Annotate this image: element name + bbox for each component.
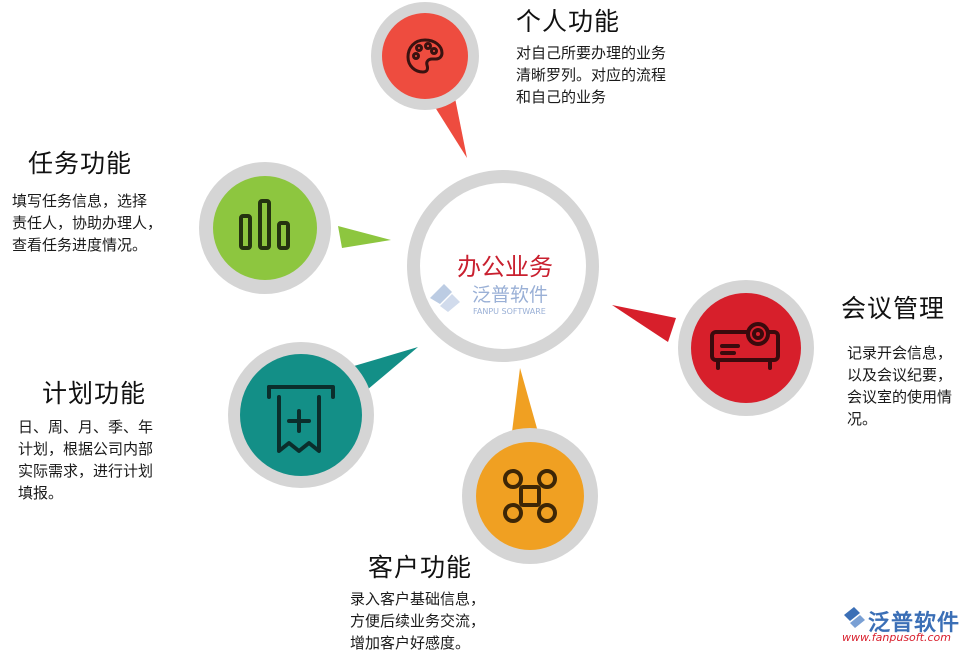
customer-desc-line: 方便后续业务交流，	[350, 612, 486, 630]
personal-connector	[433, 98, 467, 158]
plan-connector	[354, 347, 418, 390]
drone-icon	[503, 469, 557, 523]
plan-node	[228, 342, 374, 488]
meeting-connector	[612, 305, 676, 342]
customer-desc: 录入客户基础信息， 方便后续业务交流， 增加客户好感度。	[350, 588, 485, 654]
meeting-desc-line: 况。	[847, 410, 878, 428]
receipt-icon	[267, 385, 335, 453]
plan-desc-line: 计划，根据公司内部	[18, 440, 154, 458]
task-desc-line: 责任人，协助办理人，	[12, 214, 163, 232]
center-node	[407, 170, 599, 362]
customer-desc-line: 增加客户好感度。	[350, 634, 471, 652]
task-node	[199, 162, 331, 294]
personal-node	[371, 2, 479, 110]
brand-name: 泛普软件	[868, 611, 961, 636]
watermark-logo-icon	[430, 284, 460, 312]
meeting-title: 会议管理	[841, 294, 946, 323]
personal-desc-line: 对自己所要办理的业务	[516, 44, 667, 62]
center-watermark-sub: FANPU SOFTWARE	[473, 307, 546, 316]
task-title: 任务功能	[28, 149, 133, 178]
palette-icon	[406, 38, 444, 74]
task-desc-line: 填写任务信息，选择	[12, 192, 148, 210]
task-desc: 填写任务信息，选择 责任人，协助办理人， 查看任务进度情况。	[12, 190, 162, 256]
center-title: 办公业务	[457, 253, 553, 281]
brand-logo-icon	[844, 607, 865, 628]
plan-title: 计划功能	[42, 379, 147, 408]
personal-desc-line: 清晰罗列。对应的流程	[516, 66, 667, 84]
meeting-desc: 记录开会信息， 以及会议纪要， 会议室的使用情 况。	[847, 342, 952, 430]
center-watermark-name: 泛普软件	[472, 284, 548, 306]
meeting-desc-line: 会议室的使用情	[847, 388, 953, 406]
plan-desc-line: 实际需求，进行计划	[18, 462, 154, 480]
task-connector	[338, 226, 391, 248]
meeting-desc-line: 记录开会信息，	[847, 344, 953, 362]
customer-node	[462, 428, 598, 564]
plan-desc-line: 填报。	[18, 484, 64, 502]
customer-desc-line: 录入客户基础信息，	[350, 590, 486, 608]
personal-title: 个人功能	[516, 7, 621, 36]
projector-icon	[710, 322, 780, 370]
personal-desc: 对自己所要办理的业务 清晰罗列。对应的流程 和自己的业务	[516, 42, 666, 108]
task-desc-line: 查看任务进度情况。	[12, 236, 148, 254]
meeting-node	[678, 280, 814, 416]
meeting-desc-line: 以及会议纪要，	[847, 366, 953, 384]
plan-desc: 日、周、月、季、年 计划，根据公司内部 实际需求，进行计划 填报。	[18, 416, 153, 504]
customer-connector	[512, 368, 538, 432]
bar-chart-icon	[239, 199, 290, 250]
customer-title: 客户功能	[368, 553, 473, 582]
brand-url: www.fanpusoft.com	[842, 631, 951, 644]
plan-desc-line: 日、周、月、季、年	[18, 418, 154, 436]
personal-desc-line: 和自己的业务	[516, 88, 607, 106]
